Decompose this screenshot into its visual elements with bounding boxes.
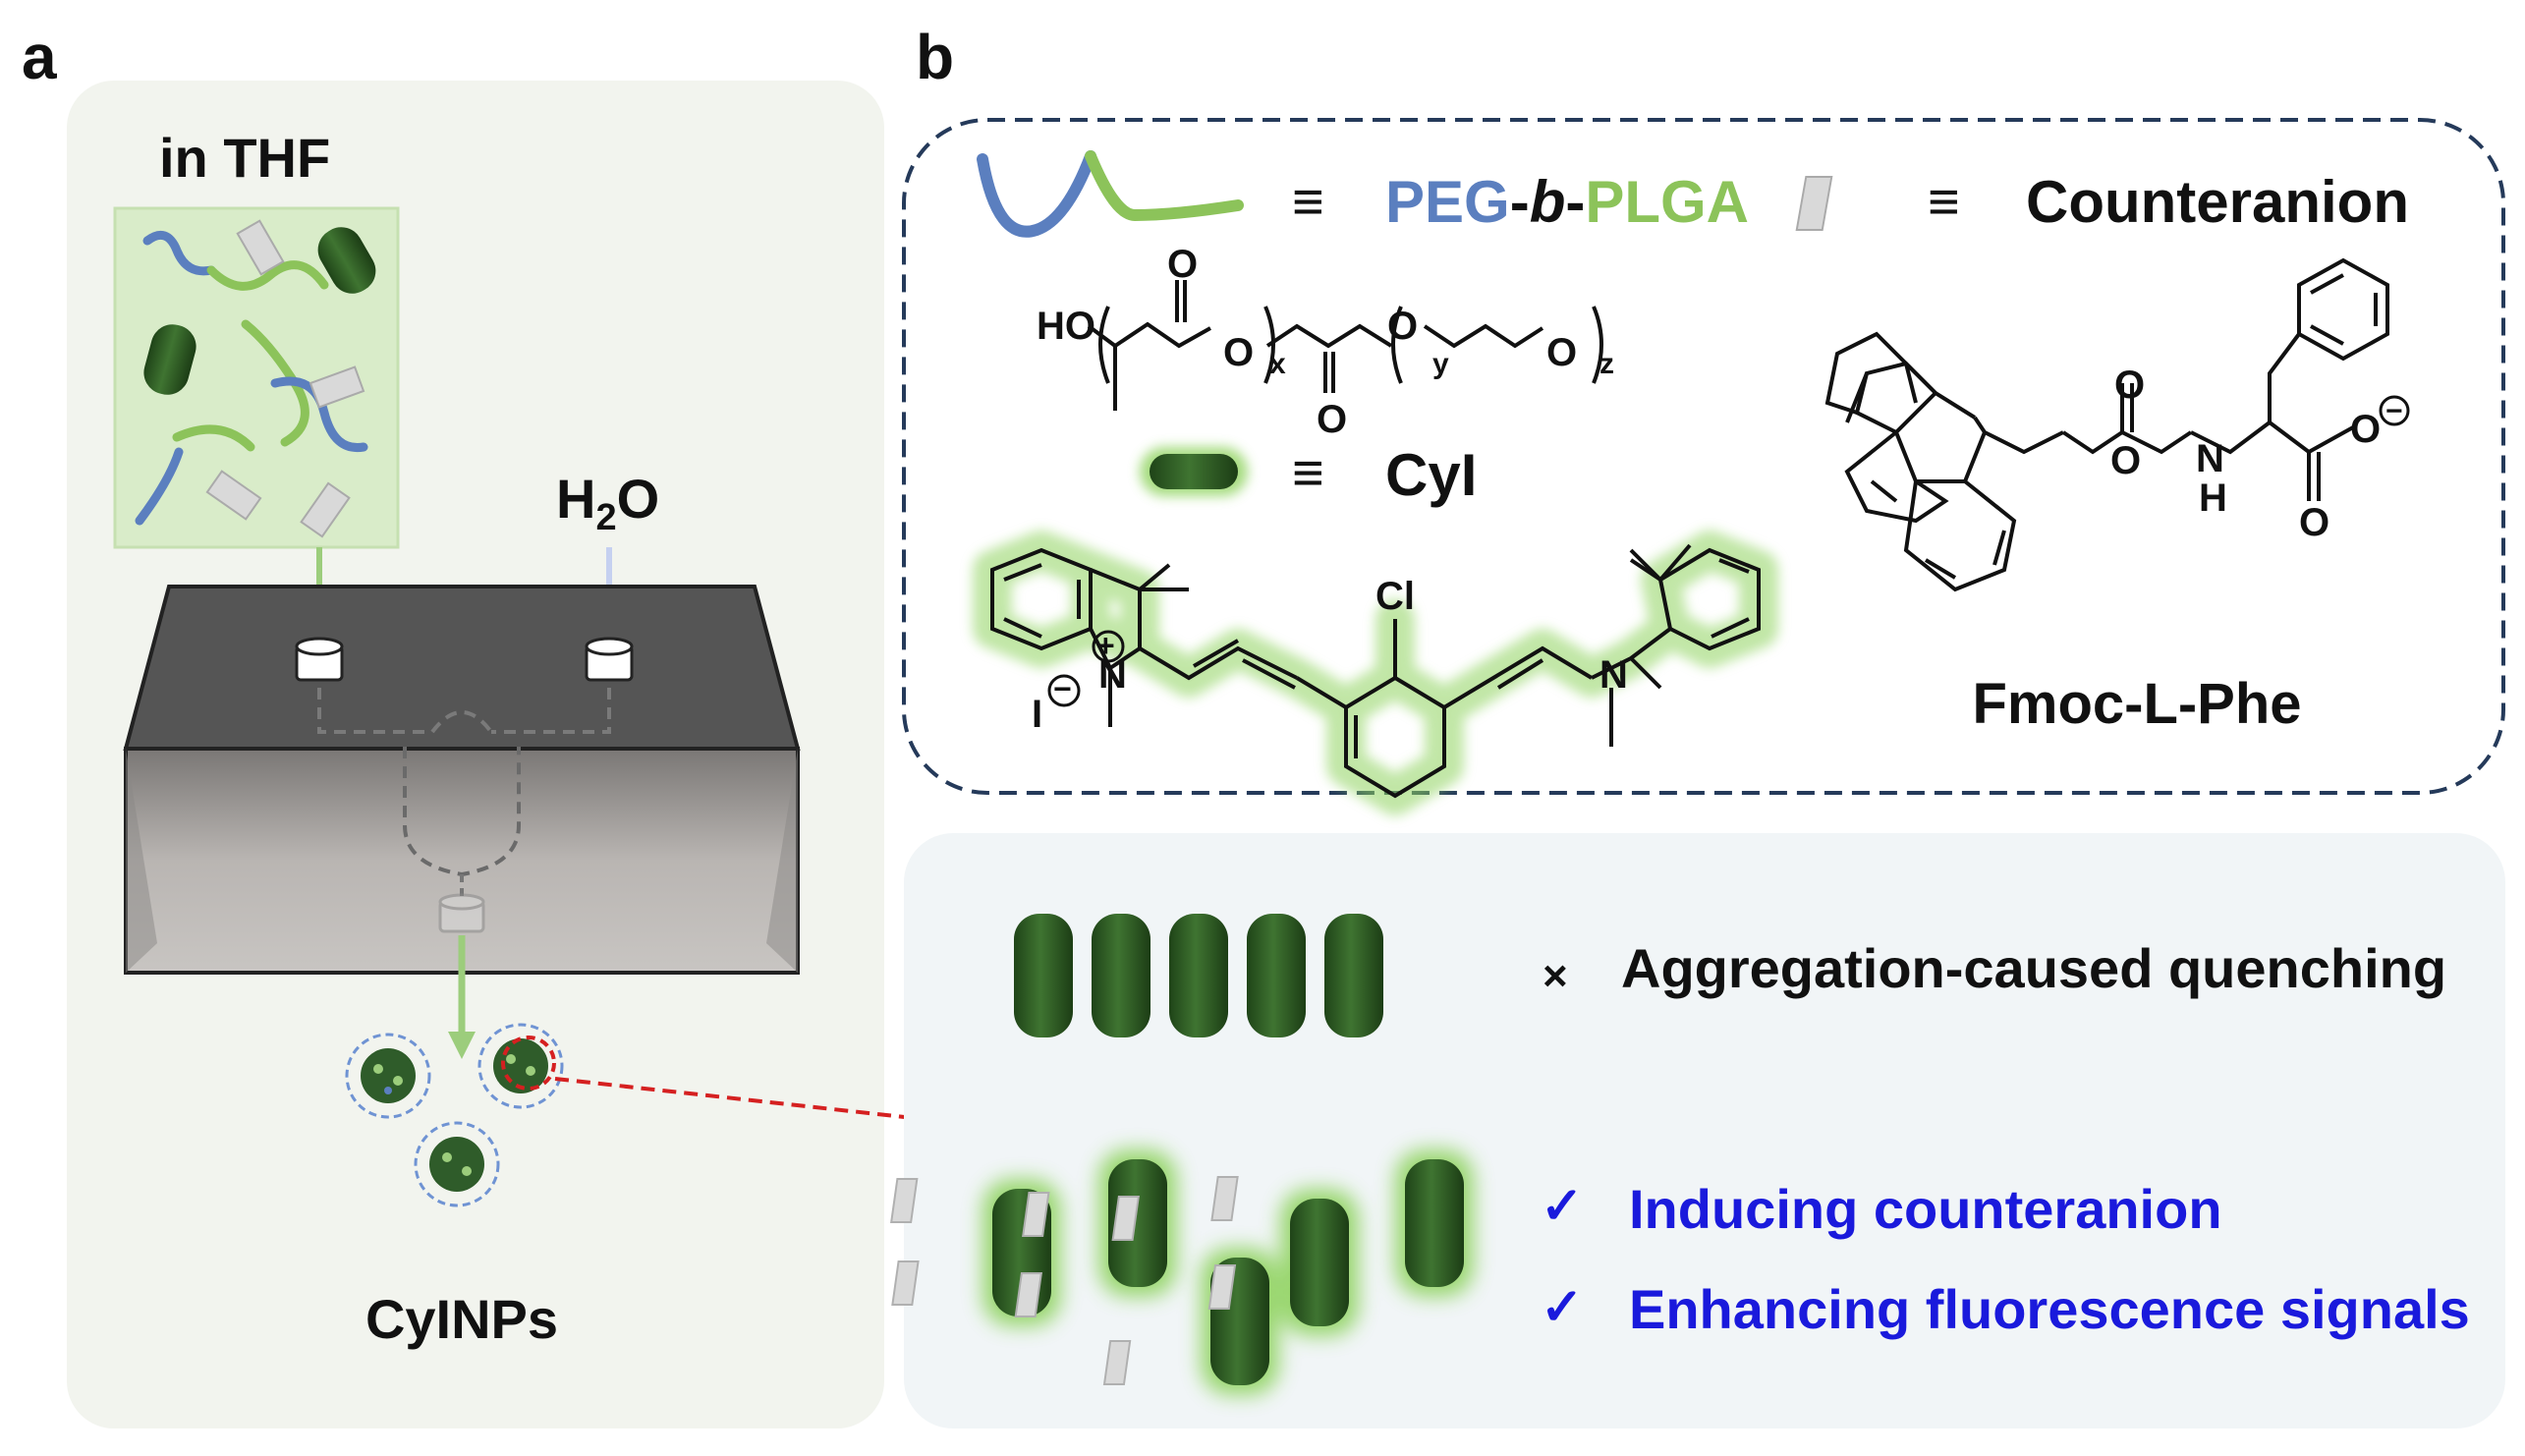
panel-a-label: a bbox=[22, 22, 57, 92]
quenched-dye-stack bbox=[1014, 914, 1383, 1037]
equiv-symbol: ≡ bbox=[1292, 441, 1324, 503]
peg-plga-structure bbox=[1087, 280, 1603, 411]
microfluidic-chip bbox=[123, 585, 801, 975]
equiv-symbol: ≡ bbox=[1292, 170, 1324, 232]
counteranion-piece bbox=[1014, 1272, 1042, 1317]
nanoparticle-icon bbox=[414, 1121, 500, 1207]
fmoc-n: N bbox=[2196, 437, 2224, 480]
counteranion-legend-label: Counteranion bbox=[2026, 169, 2409, 235]
quench-text: Aggregation-caused quenching bbox=[1621, 937, 2446, 999]
fmoc-phe-structure bbox=[1824, 257, 2389, 592]
nanoparticle-icon bbox=[477, 1023, 564, 1109]
panel-b-label: b bbox=[916, 22, 954, 92]
quenched-dye-rod bbox=[1014, 914, 1073, 1037]
product-label: CyINPs bbox=[365, 1288, 558, 1350]
fmoc-minus: − bbox=[2385, 395, 2403, 427]
fmoc-o3: O bbox=[2350, 408, 2381, 451]
cyi-minus: − bbox=[1053, 671, 1072, 706]
plga-z: z bbox=[1599, 348, 1614, 380]
plga-o2: O bbox=[1223, 331, 1254, 374]
check-mark: ✓ bbox=[1541, 1279, 1584, 1336]
peg-plga-chain-icon bbox=[977, 150, 1244, 238]
fluorescent-dye-rod bbox=[1108, 1159, 1167, 1287]
zoom-connector-line bbox=[554, 1077, 932, 1122]
polymer-label: PEG-b-PLGA bbox=[1385, 169, 1749, 235]
quench-mark: × bbox=[1543, 952, 1568, 1000]
counteranion-piece bbox=[1102, 1340, 1132, 1385]
zoom-highlight-circle bbox=[501, 1036, 556, 1091]
quenched-dye-rod bbox=[1324, 914, 1383, 1037]
counteranion-piece bbox=[1111, 1196, 1140, 1241]
fmoc-o4: O bbox=[2299, 501, 2329, 544]
legend-dashed-box bbox=[902, 118, 2505, 795]
dye-rod-icon bbox=[317, 227, 376, 294]
plga-o4: O bbox=[1387, 305, 1418, 348]
plga-o1: O bbox=[1167, 243, 1198, 286]
outlet-arrow bbox=[448, 935, 476, 1059]
cyi-rod-icon bbox=[1140, 447, 1248, 496]
nanoparticle-icon bbox=[345, 1033, 431, 1119]
inlet-port-icon bbox=[295, 637, 344, 682]
cyi-cl: Cl bbox=[1375, 575, 1415, 618]
cyi-plus: + bbox=[1096, 628, 1115, 663]
counteranion-piece bbox=[891, 1260, 920, 1306]
cyi-legend-label: CyI bbox=[1385, 442, 1477, 508]
fmoc-o1: O bbox=[2110, 439, 2141, 482]
counteranion-icon bbox=[1795, 176, 1833, 231]
thf-mixture-box bbox=[113, 206, 400, 549]
check-mark: ✓ bbox=[1541, 1178, 1584, 1235]
plga-ho: HO bbox=[1037, 305, 1095, 348]
cyi-structure: Cl N N I + − bbox=[973, 531, 1778, 815]
dye-rod-icon bbox=[143, 324, 196, 395]
plga-x: x bbox=[1269, 348, 1286, 380]
counteranion-piece bbox=[1210, 1176, 1239, 1221]
counteranion-text: Inducing counteranion bbox=[1629, 1178, 2222, 1240]
quenched-dye-rod bbox=[1169, 914, 1228, 1037]
outlet-port-icon bbox=[438, 893, 485, 933]
fluorescent-dye-assembly bbox=[890, 1149, 1474, 1395]
fmoc-h: H bbox=[2199, 476, 2227, 520]
fluorescence-text: Enhancing fluorescence signals bbox=[1629, 1278, 2470, 1340]
fmoc-legend-label: Fmoc-L-Phe bbox=[1972, 672, 2301, 736]
counteranion-piece bbox=[1022, 1192, 1050, 1237]
counteranion-piece bbox=[890, 1178, 919, 1223]
fmoc-o2: O bbox=[2114, 364, 2145, 407]
equiv-symbol: ≡ bbox=[1928, 170, 1960, 232]
cyi-iodide: I bbox=[1032, 693, 1042, 736]
solvent-label: in THF bbox=[159, 127, 330, 189]
water-label: H2O bbox=[556, 468, 659, 538]
plga-o3: O bbox=[1317, 398, 1347, 441]
inlet-port-icon bbox=[585, 637, 634, 682]
quenched-dye-rod bbox=[1247, 914, 1306, 1037]
plga-y: y bbox=[1432, 348, 1449, 380]
fluorescent-dye-rod bbox=[1405, 1159, 1464, 1287]
cyi-n2: N bbox=[1599, 653, 1628, 697]
quenched-dye-rod bbox=[1092, 914, 1150, 1037]
plga-o5: O bbox=[1546, 331, 1577, 374]
fluorescent-dye-rod bbox=[1290, 1199, 1349, 1326]
counteranion-piece bbox=[1207, 1264, 1237, 1310]
